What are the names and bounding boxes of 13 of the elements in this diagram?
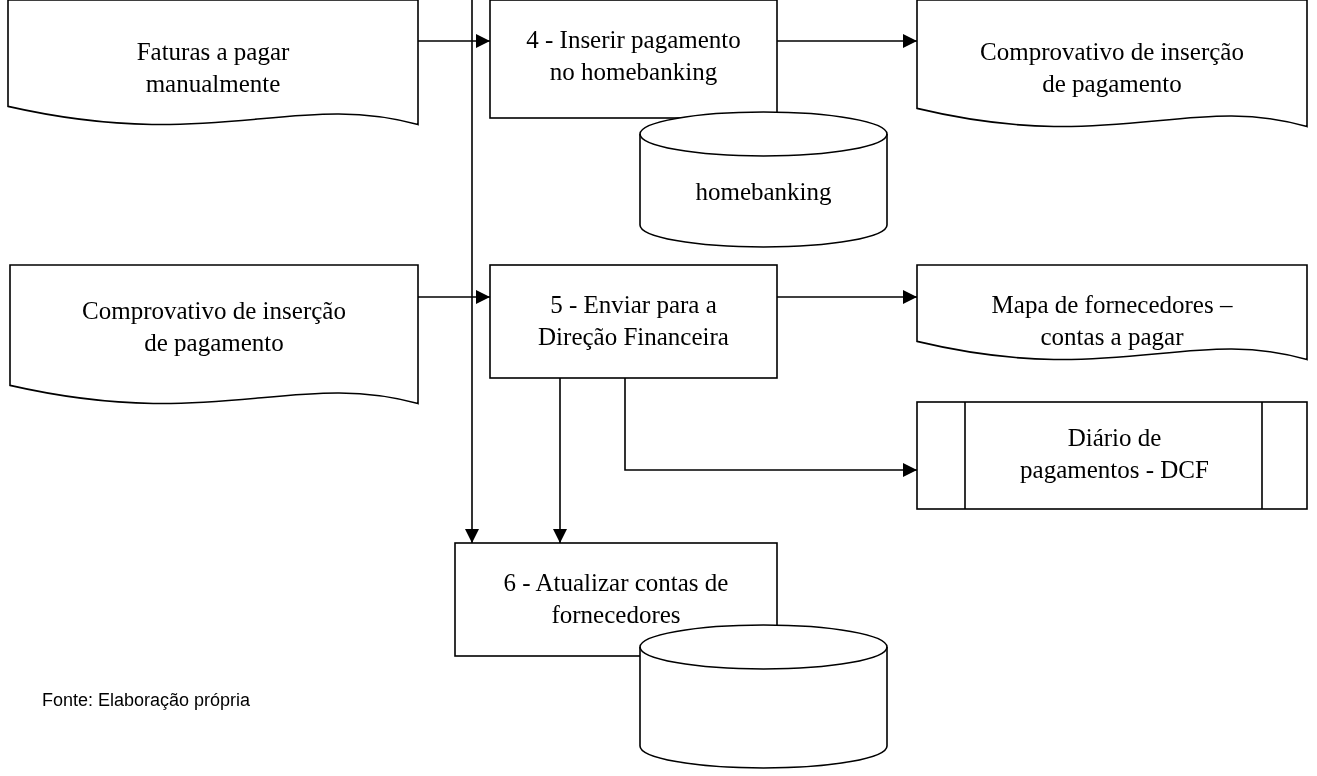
node-text: Faturas a pagar manualmente bbox=[135, 37, 291, 99]
node-text: homebanking bbox=[694, 177, 833, 207]
arrow bbox=[624, 377, 918, 477]
arrow bbox=[465, 0, 479, 544]
node-text: Diário de pagamentos - DCF bbox=[1019, 423, 1210, 485]
node-text: 5 - Enviar para a Direção Financeira bbox=[537, 290, 730, 352]
node-text: Comprovativo de inserção de pagamento bbox=[81, 296, 347, 358]
node-text: 6 - Atualizar contas de fornecedores bbox=[502, 568, 730, 630]
node-text: 4 - Inserir pagamento no homebanking bbox=[525, 25, 742, 87]
node-text: Mapa de fornecedores – contas a pagar bbox=[990, 290, 1234, 352]
source-note: Fonte: Elaboração própria bbox=[42, 690, 251, 711]
arrow bbox=[553, 377, 567, 544]
node-text: Comprovativo de inserção de pagamento bbox=[979, 37, 1245, 99]
